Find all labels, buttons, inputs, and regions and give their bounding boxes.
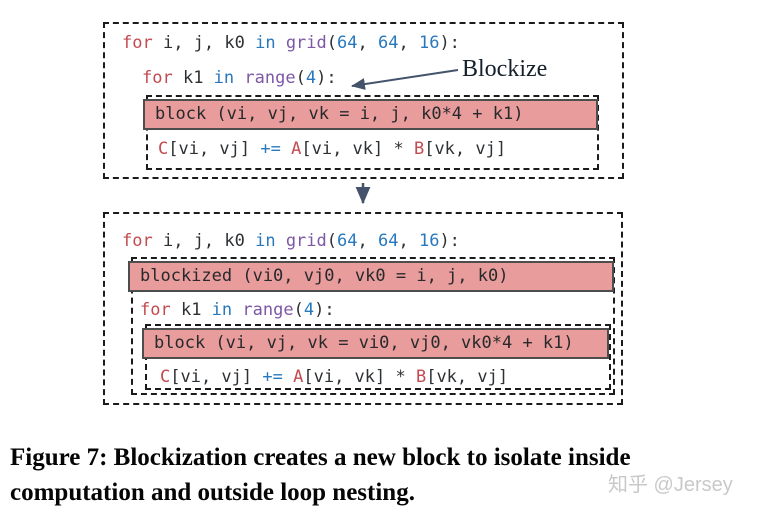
figure-caption-line1: Figure 7: Blockization creates a new blo…: [10, 444, 631, 471]
blockize-label: Blockize: [462, 56, 548, 82]
after-loop-line-range: for k1 in range(4):: [140, 300, 335, 320]
after-blockized-header: blockized (vi0, vj0, vk0 = i, j, k0): [128, 261, 614, 292]
before-block-header: block (vi, vj, vk = i, j, k0*4 + k1): [143, 99, 598, 130]
code-box-after: [103, 212, 623, 405]
figure-caption-line2: computation and outside loop nesting.: [10, 479, 415, 506]
after-block-header: block (vi, vj, vk = vi0, vj0, vk0*4 + k1…: [142, 328, 609, 359]
before-loop-line-grid: for i, j, k0 in grid(64, 64, 16):: [122, 33, 460, 53]
code-box-before: [103, 22, 624, 179]
after-loop-line-grid: for i, j, k0 in grid(64, 64, 16):: [122, 231, 460, 251]
after-blockized-body-box: [131, 257, 615, 395]
before-loop-line-range: for k1 in range(4):: [142, 68, 337, 88]
before-block-body-box: [146, 95, 599, 170]
after-compute-line: C[vi, vj] += A[vi, vk] * B[vk, vj]: [160, 367, 509, 387]
before-compute-line: C[vi, vj] += A[vi, vk] * B[vk, vj]: [158, 139, 507, 159]
figure-caption: Figure 7: Blockization creates a new blo…: [10, 440, 750, 510]
zhihu-watermark: 知乎 @Jersey: [608, 474, 733, 496]
